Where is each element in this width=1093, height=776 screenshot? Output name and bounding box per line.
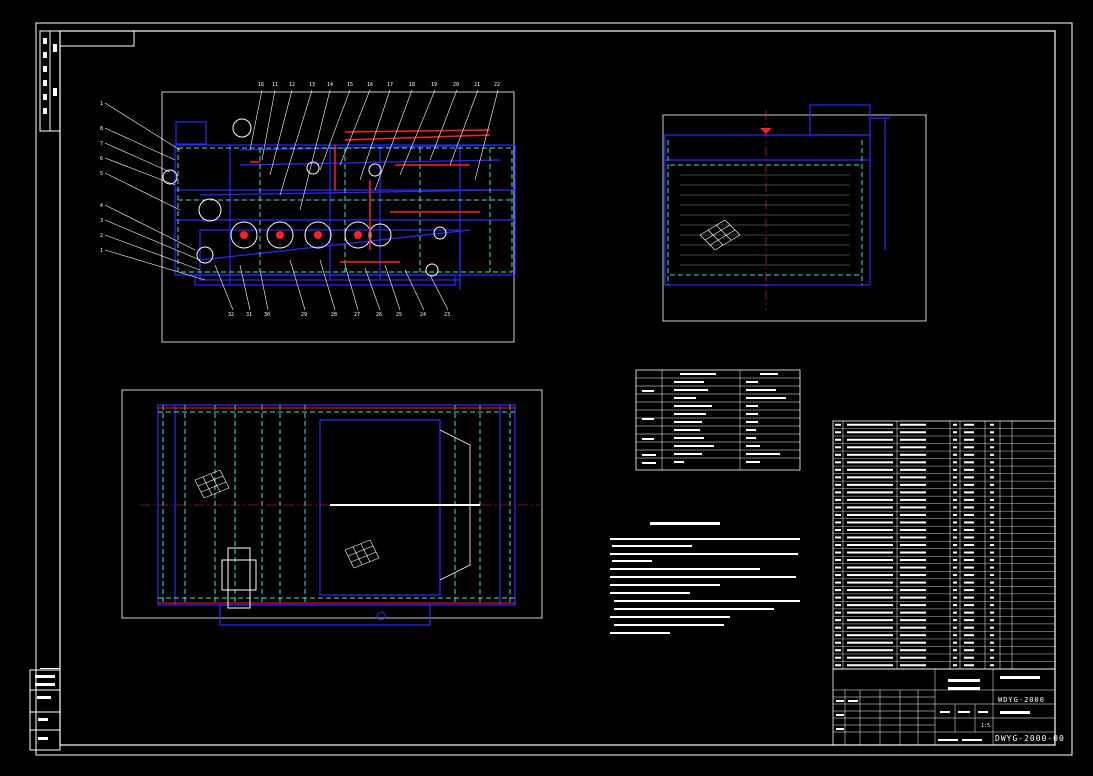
callout-top-2: 11	[272, 82, 278, 88]
side-view-callouts: 16 11 12 13 14 15 16 17 18 19 20 21 22 1…	[100, 82, 500, 318]
callout-top-9: 18	[409, 82, 415, 88]
side-view-frame	[161, 91, 515, 343]
callout-top-8: 17	[387, 82, 393, 88]
callout-bottom-6: 27	[354, 312, 360, 318]
drawing-scale: 1:5	[981, 723, 990, 729]
callout-bottom-10: 23	[444, 312, 450, 318]
parameter-table	[635, 369, 801, 471]
callout-top-12: 21	[474, 82, 480, 88]
callout-top-13: 22	[494, 82, 500, 88]
callout-top-10: 19	[431, 82, 437, 88]
callout-top-4: 13	[309, 82, 315, 88]
callout-bottom-1: 32	[228, 312, 234, 318]
callout-top-6: 15	[347, 82, 353, 88]
callout-bottom-7: 26	[376, 312, 382, 318]
callout-left-4: 6	[100, 156, 103, 162]
callout-top-5: 14	[327, 82, 333, 88]
plan-view	[121, 389, 543, 626]
inner-frame	[59, 30, 1056, 746]
mesh-hatch-plan-2	[344, 539, 380, 569]
end-view	[662, 104, 927, 322]
callout-left-2: 8	[100, 126, 103, 132]
callout-top-11: 20	[453, 82, 459, 88]
left-margin-strip	[29, 30, 61, 751]
title-block: WDYG-2000 DWYG-2000-00 1:5	[832, 668, 1065, 746]
callout-top-3: 12	[289, 82, 295, 88]
mesh-hatch-end	[699, 219, 741, 251]
drawing-code: DWYG-2000-00	[995, 734, 1065, 743]
callout-left-1: 1	[100, 101, 103, 107]
callout-bottom-2: 31	[246, 312, 252, 318]
callout-bottom-3: 30	[264, 312, 270, 318]
callout-left-6: 4	[100, 203, 103, 209]
callout-left-9: 1	[100, 248, 103, 254]
drawing-code-small: WDYG-2000	[998, 696, 1045, 704]
callout-top-1: 16	[258, 82, 264, 88]
side-view: 16 11 12 13 14 15 16 17 18 19 20 21 22 1…	[100, 82, 516, 343]
mesh-hatch-plan-1	[194, 469, 230, 499]
callout-top-7: 16	[367, 82, 373, 88]
callout-left-3: 7	[100, 141, 103, 147]
callout-bottom-9: 24	[420, 312, 426, 318]
callout-left-5: 5	[100, 171, 103, 177]
callout-left-8: 2	[100, 233, 103, 239]
top-left-stamp	[59, 30, 135, 47]
parts-list-table	[832, 420, 1056, 670]
callout-bottom-8: 25	[396, 312, 402, 318]
technical-notes	[610, 522, 800, 634]
callout-left-7: 3	[100, 218, 103, 224]
callout-bottom-4: 29	[301, 312, 307, 318]
callout-bottom-5: 28	[331, 312, 337, 318]
motor	[227, 547, 251, 609]
outer-border	[35, 22, 1073, 756]
